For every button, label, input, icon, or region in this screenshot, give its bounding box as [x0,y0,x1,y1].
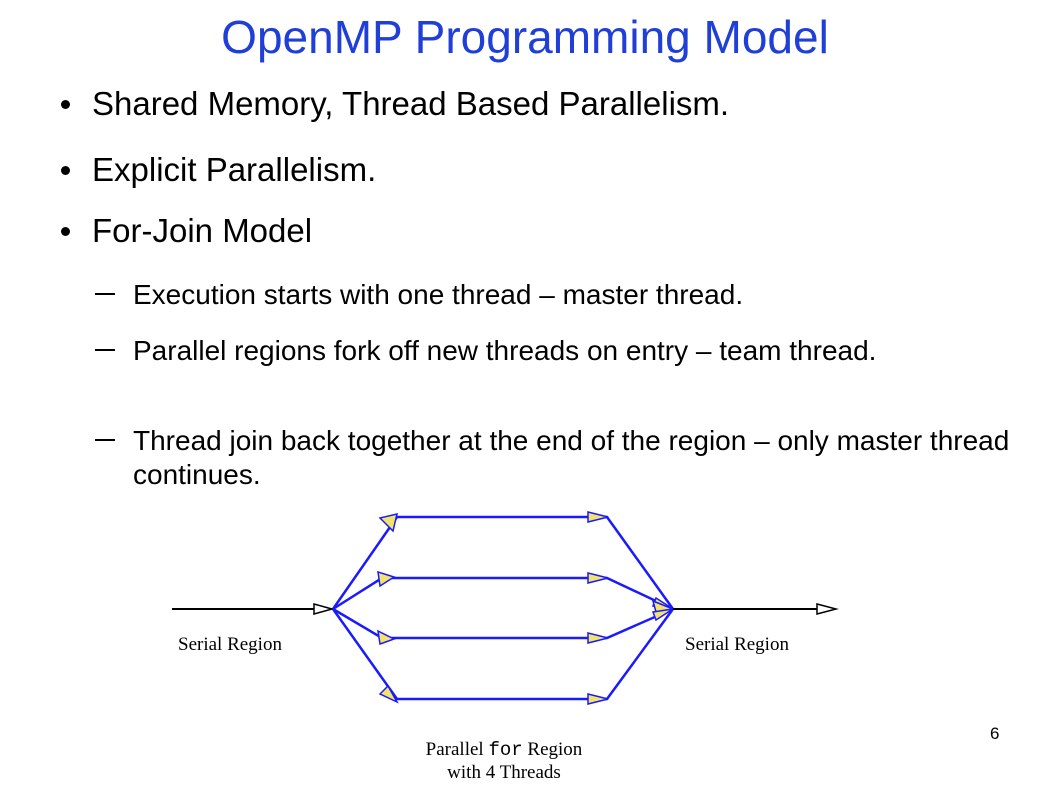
right-serial-label: Serial Region [685,634,789,655]
bullet-text: Explicit Parallelism. [92,151,377,188]
left-serial-label: Serial Region [178,634,282,655]
thread-path-3 [332,607,674,640]
dash-icon [95,293,115,295]
thread-path-1 [331,515,675,610]
thread-arrowhead [587,632,609,644]
parallel-label-prefix: Parallel [426,739,489,760]
bullet-dot-icon [61,100,70,109]
bullet-text: For-Join Model [92,212,313,249]
thread-path-2 [332,576,674,611]
thread-arrowhead [587,693,609,705]
thread-arrowhead [587,511,609,523]
threads-count-label: with 4 Threads [447,762,561,783]
sub-bullet-text: Execution starts with one thread – maste… [133,279,744,310]
join-arrowhead [651,608,674,622]
dash-icon [95,439,115,441]
parallel-region-label: Parallel for Region [426,739,583,761]
parallel-label-code: for [488,739,522,761]
fork-arrowhead [377,570,396,588]
serial-in-arrowhead [313,603,335,615]
serial-out-arrowhead [816,603,839,615]
fork-arrowhead [378,684,399,704]
thread-path-4 [331,608,675,701]
fork-arrowhead [378,512,399,533]
bullet-text: Shared Memory, Thread Based Parallelism. [92,85,730,122]
bullet-dot-icon [61,227,70,236]
fork-arrowhead [377,629,396,646]
slide-title: OpenMP Programming Model [221,11,829,63]
dash-icon [95,349,115,351]
parallel-label-suffix: Region [523,739,583,760]
page-number: 6 [990,724,1000,743]
sub-bullet-text: Thread join back together at the end of … [133,425,1010,490]
sub-bullet-text: Parallel regions fork off new threads on… [133,335,877,366]
bullet-dot-icon [61,166,70,175]
thread-arrowhead [587,572,609,584]
fork-join-diagram: Serial Region Serial Region Parallel for… [172,511,839,783]
